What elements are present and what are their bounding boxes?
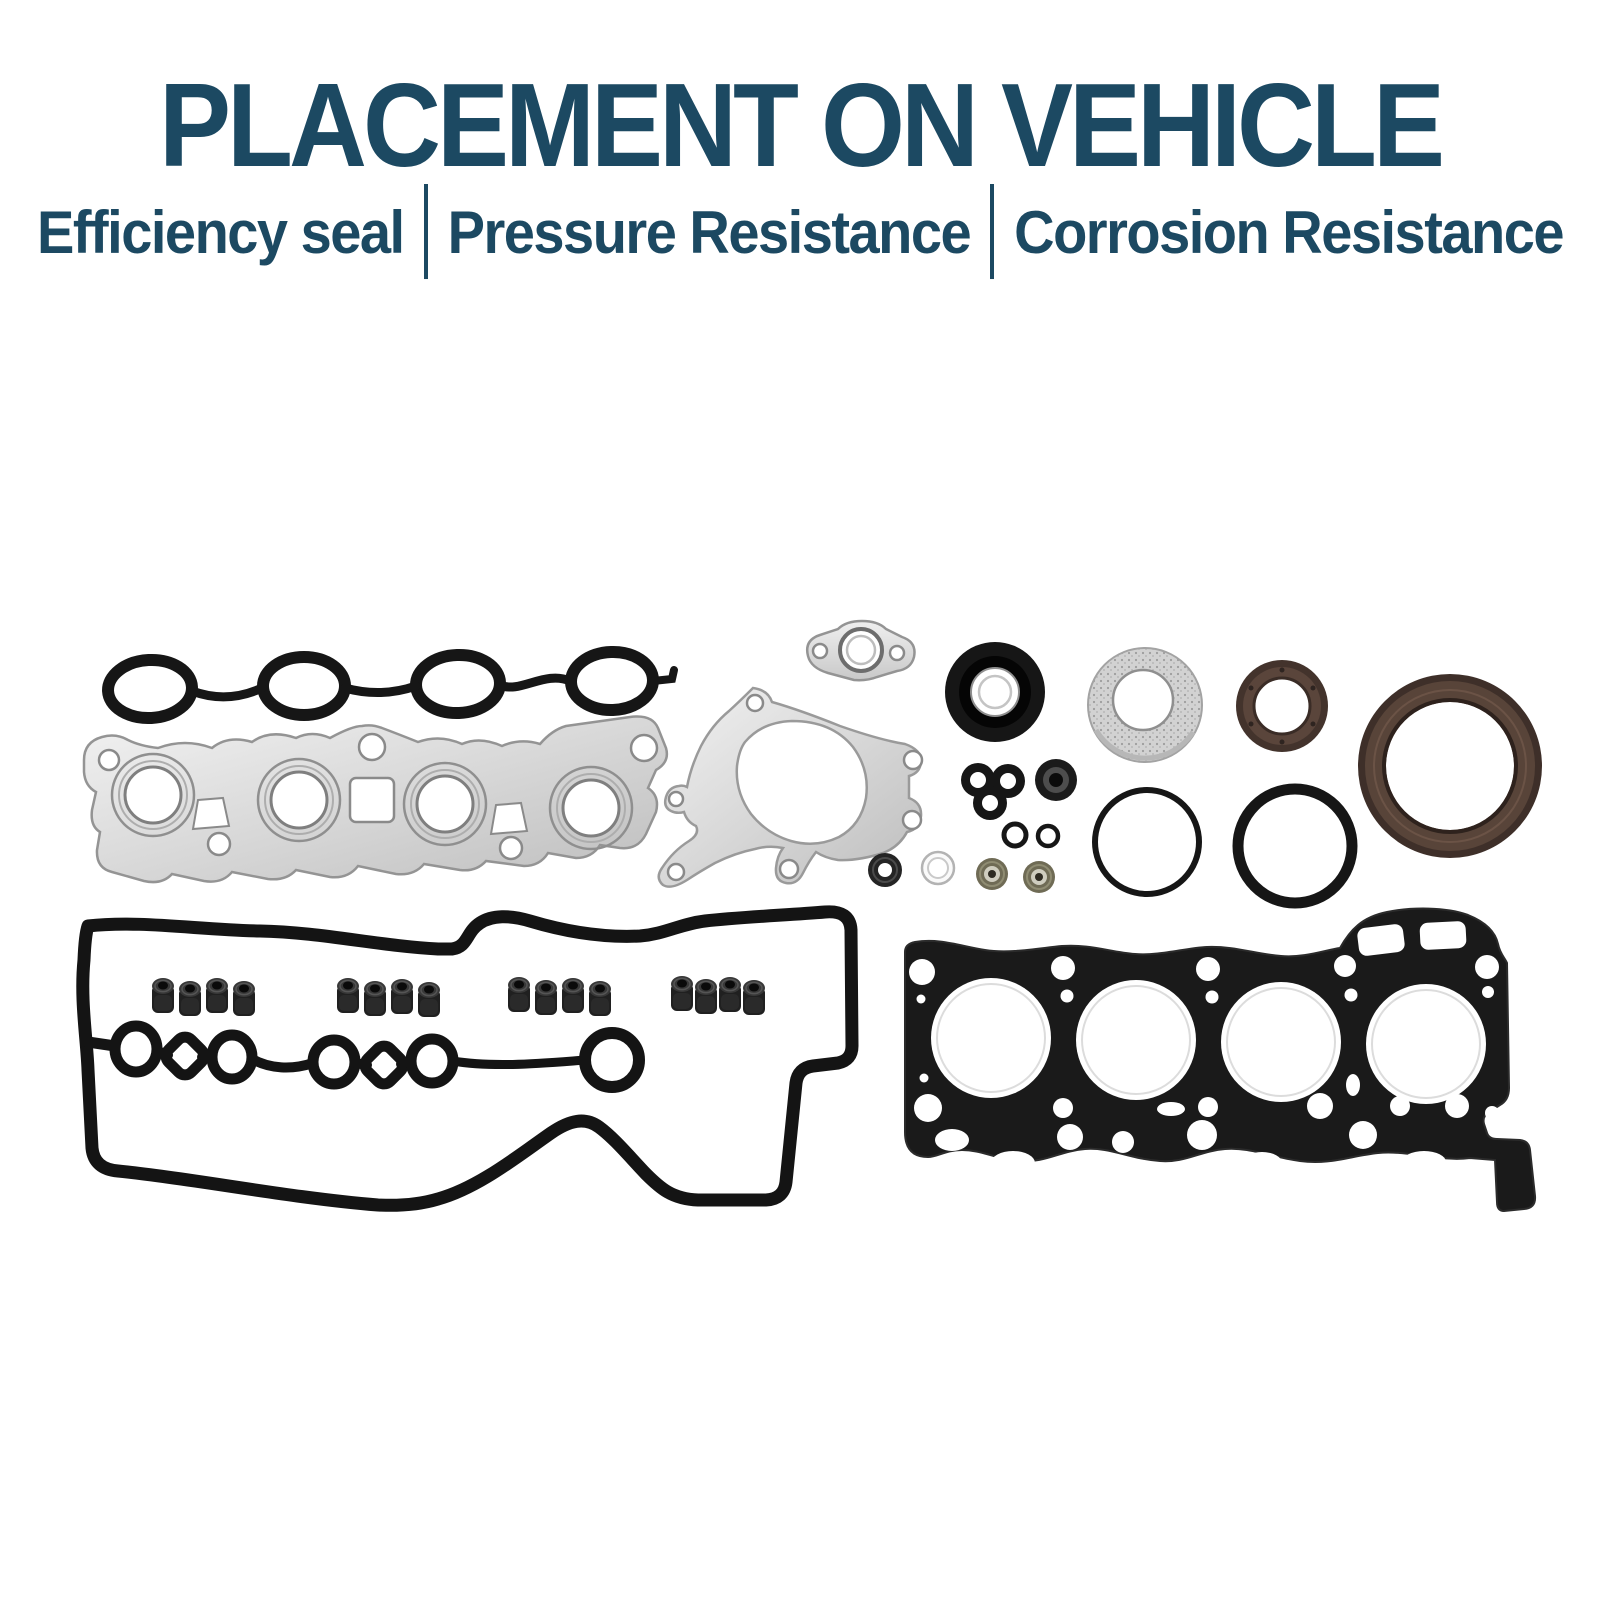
valve-stem-seals <box>151 975 766 1018</box>
crankshaft-oil-seal-brown <box>1358 674 1542 858</box>
feature-efficiency-seal: Efficiency seal <box>37 197 405 266</box>
o-ring-small-pair <box>1001 821 1061 849</box>
exhaust-pipe-donut-gasket <box>1087 647 1203 763</box>
washer-seal-black <box>868 853 902 887</box>
page-title: PLACEMENT ON VEHICLE <box>158 58 1445 192</box>
feature-separator <box>423 184 428 280</box>
intake-manifold-gasket <box>102 645 678 725</box>
o-ring-thin-large <box>1092 787 1202 897</box>
exhaust-manifold-gasket <box>82 715 669 884</box>
exhaust-port-rings <box>110 752 634 851</box>
spark-plug-tube-gasket-chain <box>82 1020 645 1088</box>
camshaft-oil-seal-brown <box>1236 660 1328 752</box>
feature-list: Efficiency seal Pressure Resistance Corr… <box>0 184 1600 280</box>
metal-bonded-seal-bronze <box>1023 861 1055 893</box>
rubber-grommet-seal <box>1035 759 1077 801</box>
flat-washer-white <box>920 850 956 886</box>
feature-separator <box>990 184 995 280</box>
feature-pressure-resistance: Pressure Resistance <box>447 197 972 266</box>
camshaft-oil-seal-black <box>945 642 1045 742</box>
metal-bonded-seal-bronze <box>976 858 1008 890</box>
cylinder-head-gasket <box>904 907 1537 1213</box>
egr-valve-gasket <box>806 619 916 682</box>
feature-corrosion-resistance: Corrosion Resistance <box>1014 197 1564 266</box>
water-pump-gasket <box>657 686 924 888</box>
o-ring-thick-large <box>1232 783 1358 909</box>
cylinder-bores <box>931 978 1486 1104</box>
valve-cover-gasket <box>76 905 859 1212</box>
oil-passage-trefoil-seal <box>961 763 1025 820</box>
